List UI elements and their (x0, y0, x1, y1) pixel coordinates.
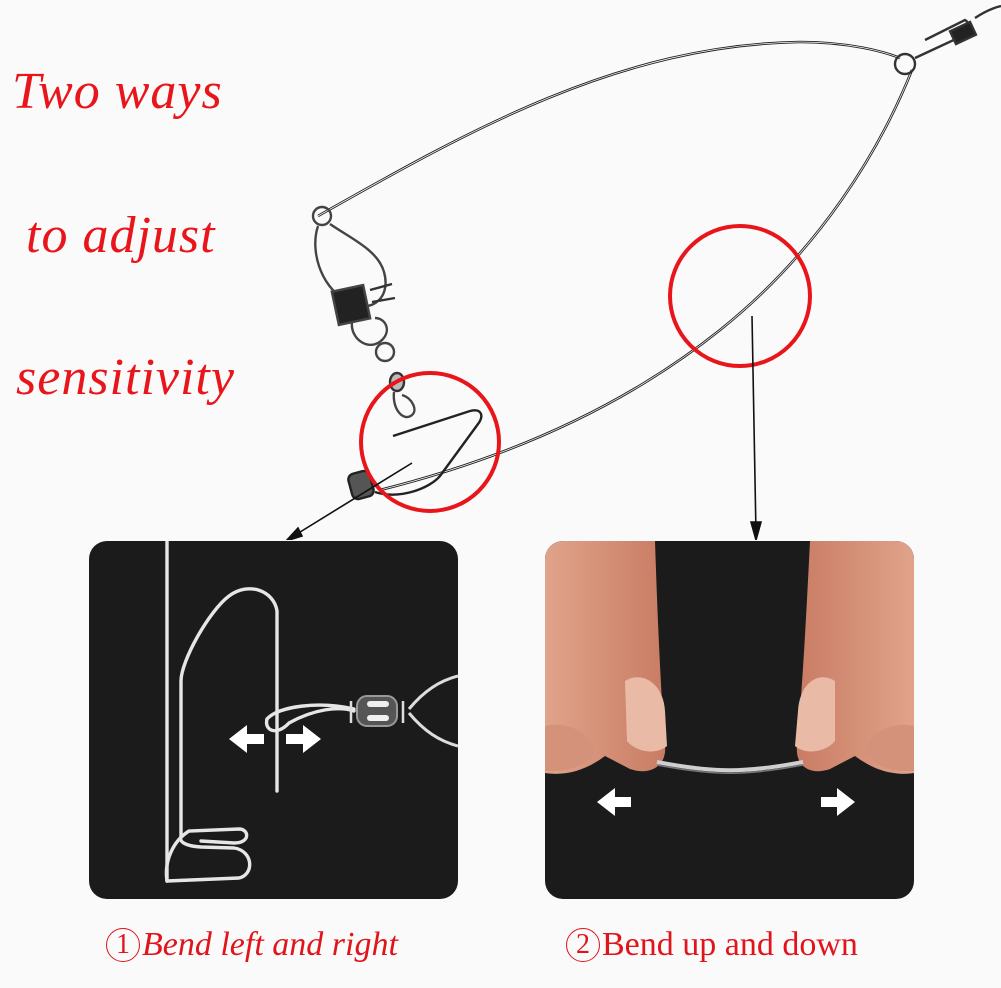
pointer-arrow-left (285, 462, 413, 540)
left-snap-swivel (311, 205, 416, 419)
left-arrow-icon (597, 788, 631, 816)
panel-bend-left-right (89, 541, 458, 899)
swivel-barrel (349, 674, 458, 748)
bent-wire (656, 760, 804, 773)
right-arrow-icon (821, 788, 855, 816)
left-thumb (545, 541, 667, 774)
caption-text: Bend left and right (142, 926, 398, 963)
caption-text: Bend up and down (602, 926, 858, 963)
fingers-bending-wire-photo (545, 541, 914, 816)
right-thumb (795, 541, 914, 774)
top-right-snap (893, 4, 1001, 76)
clip-hook (347, 409, 483, 501)
headline-line-1: Two ways (12, 63, 223, 120)
wire-arc (317, 40, 914, 492)
hook-swivel-illustration (164, 541, 458, 883)
highlight-circle-wire (668, 224, 812, 368)
step-number-badge: 1 (106, 928, 140, 962)
headline-line-2: to adjust (26, 207, 216, 264)
fishing-rig-illustration (285, 4, 1001, 540)
highlight-circle-clip (359, 371, 501, 513)
headline-line-3: sensitivity (16, 349, 235, 406)
right-arrow-icon (286, 725, 321, 753)
panel-bend-up-down (545, 541, 914, 899)
pointer-arrow-right (749, 315, 763, 540)
step-number-badge: 2 (566, 928, 600, 962)
left-arrow-icon (229, 725, 264, 753)
